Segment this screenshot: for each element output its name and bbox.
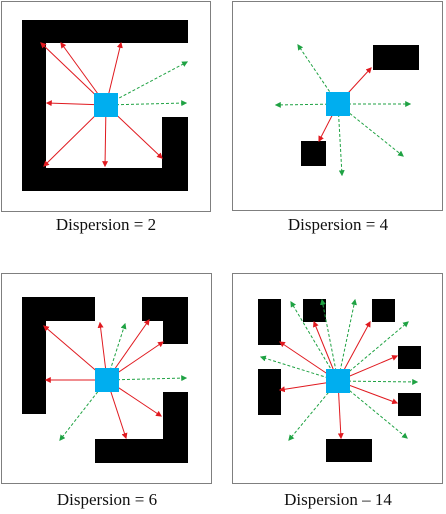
obstacle-left-lower <box>258 369 281 415</box>
free-ray-arrow <box>337 378 419 385</box>
diagram-dispersion-6 <box>1 273 212 484</box>
robot-square <box>94 93 118 117</box>
panel-dispersion-6: Dispersion = 6 <box>0 272 214 514</box>
diagram-dispersion-4 <box>232 1 443 211</box>
obstacle-bottom-left <box>301 141 326 166</box>
obstacle-top-right-l <box>142 297 188 344</box>
free-ray-arrow <box>259 355 339 382</box>
panel-dispersion-4: Dispersion = 4 <box>231 0 445 240</box>
free-ray-arrow <box>337 298 357 382</box>
free-ray-arrow <box>319 298 339 382</box>
panel-dispersion-2: Dispersion = 2 <box>0 0 212 240</box>
diagram-dispersion-14 <box>232 273 443 484</box>
free-ray-arrow <box>105 61 189 106</box>
free-ray-arrow <box>106 375 188 382</box>
free-ray-arrow <box>105 100 188 107</box>
obstacle-top-left-l <box>22 297 95 414</box>
free-ray-arrow <box>290 300 339 382</box>
obstacle-left-upper <box>258 299 281 345</box>
caption-dispersion-4: Dispersion = 4 <box>287 215 389 234</box>
obstacle-right-lower <box>398 393 421 416</box>
caption-dispersion-2: Dispersion = 2 <box>55 215 157 234</box>
robot-square <box>95 368 119 392</box>
free-ray-arrow <box>337 103 404 157</box>
diagram-dispersion-2 <box>1 1 211 212</box>
panel-dispersion-14: Dispersion – 14 <box>231 272 445 514</box>
caption-dispersion-14: Dispersion – 14 <box>284 490 392 509</box>
obstacle-right-upper <box>398 346 421 369</box>
obstacle-top-right <box>373 45 419 70</box>
robot-square <box>326 369 350 393</box>
obstacle-bottom-right-l <box>95 392 188 463</box>
obstacle-bottom <box>326 439 372 462</box>
obstacle-c-shape <box>22 20 188 191</box>
robot-square <box>326 92 350 116</box>
obstacle-top-right <box>372 299 395 322</box>
caption-dispersion-6: Dispersion = 6 <box>56 490 158 509</box>
